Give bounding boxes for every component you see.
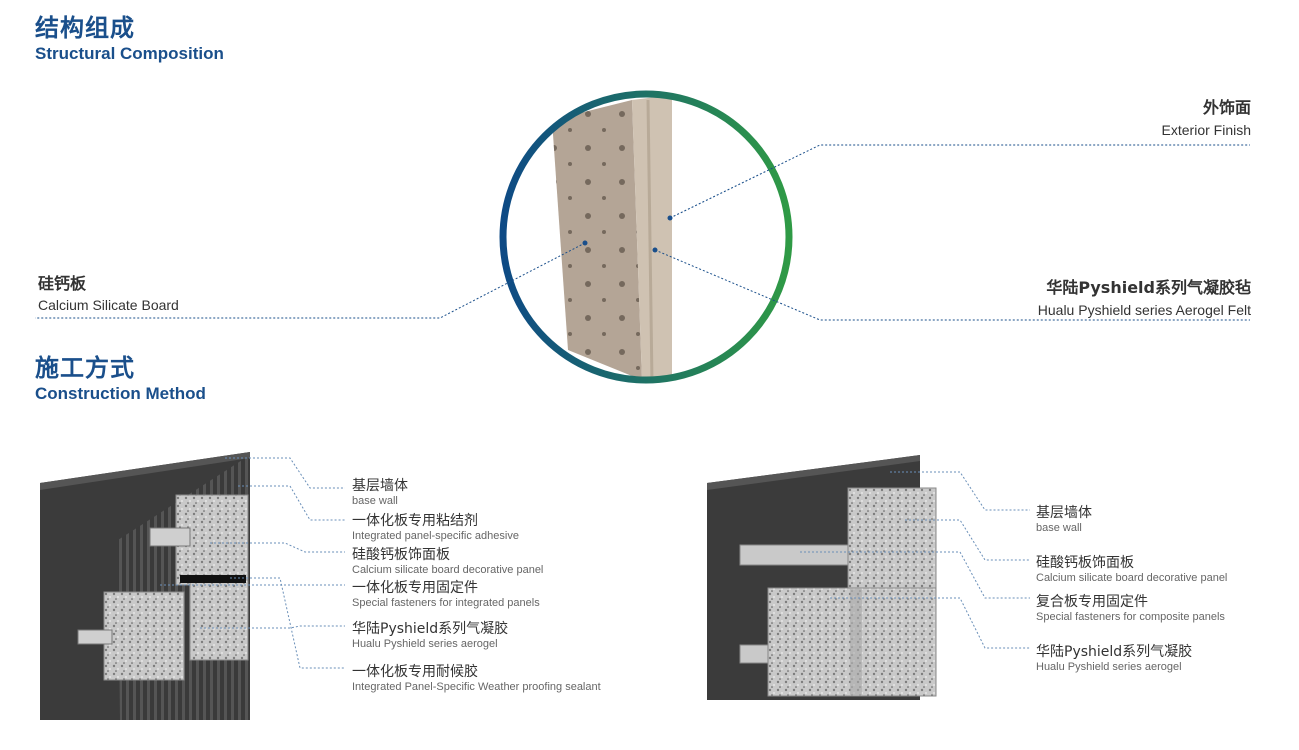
- label-en: Calcium silicate board decorative panel: [1036, 572, 1228, 584]
- label-cn: 一体化板专用粘结剂: [352, 513, 478, 529]
- left-label-decorative-panel: 硅酸钙板饰面板 Calcium silicate board decorativ…: [352, 544, 543, 576]
- right-label-fasteners: 复合板专用固定件 Special fasteners for composite…: [1036, 591, 1225, 623]
- label-en: Integrated Panel-Specific Weather proofi…: [352, 681, 601, 693]
- board-detail-circle: [499, 90, 793, 384]
- construction-title-en: Construction Method: [35, 384, 206, 403]
- label-en: base wall: [1036, 522, 1082, 534]
- label-cn: 复合板专用固定件: [1036, 594, 1148, 610]
- left-label-base-wall: 基层墙体 base wall: [352, 475, 408, 507]
- left-wall-model: [40, 452, 250, 720]
- label-en: Integrated panel-specific adhesive: [352, 530, 519, 542]
- label-en: base wall: [352, 495, 398, 507]
- label-cn: 外饰面: [1202, 98, 1251, 117]
- label-exterior-finish: 外饰面 Exterior Finish: [1162, 94, 1251, 138]
- right-label-decorative-panel: 硅酸钙板饰面板 Calcium silicate board decorativ…: [1036, 552, 1227, 584]
- label-cn: 基层墙体: [352, 478, 408, 494]
- right-wall-model: [707, 455, 937, 700]
- structure-title-cn: 结构组成: [35, 14, 135, 42]
- construction-title-cn: 施工方式: [35, 354, 135, 382]
- label-en: Calcium silicate board decorative panel: [352, 564, 544, 576]
- right-label-base-wall: 基层墙体 base wall: [1036, 502, 1092, 534]
- structure-title-en: Structural Composition: [35, 44, 224, 63]
- label-cn: 硅酸钙板饰面板: [352, 547, 450, 563]
- label-cn: 硅酸钙板饰面板: [1036, 555, 1134, 571]
- label-cn: 华陆Pyshield系列气凝胶: [352, 621, 509, 637]
- left-label-sealant: 一体化板专用耐候胶 Integrated Panel-Specific Weat…: [352, 661, 601, 693]
- label-en: Hualu Pyshield series aerogel: [1036, 661, 1182, 673]
- label-en: Hualu Pyshield series Aerogel Felt: [1037, 302, 1251, 318]
- label-cn: 华陆Pyshield系列气凝胶: [1036, 644, 1193, 660]
- label-en: Hualu Pyshield series aerogel: [352, 638, 498, 650]
- label-cn: 硅钙板: [38, 274, 87, 293]
- label-cn: 一体化板专用耐候胶: [352, 664, 478, 680]
- left-label-adhesive: 一体化板专用粘结剂 Integrated panel-specific adhe…: [352, 510, 519, 542]
- label-en: Special fasteners for integrated panels: [352, 597, 540, 609]
- label-cn: 华陆Pyshield系列气凝胶毡: [1046, 278, 1251, 297]
- label-en: Calcium Silicate Board: [38, 297, 179, 313]
- label-cn: 一体化板专用固定件: [352, 580, 478, 596]
- label-en: Exterior Finish: [1161, 122, 1251, 138]
- label-calcium-silicate: 硅钙板 Calcium Silicate Board: [38, 270, 179, 313]
- right-label-aerogel: 华陆Pyshield系列气凝胶 Hualu Pyshield series ae…: [1036, 641, 1192, 673]
- label-aerogel-felt: 华陆Pyshield系列气凝胶毡 Hualu Pyshield series A…: [1038, 274, 1251, 318]
- left-label-aerogel: 华陆Pyshield系列气凝胶 Hualu Pyshield series ae…: [352, 618, 508, 650]
- left-label-fasteners: 一体化板专用固定件 Special fasteners for integrat…: [352, 577, 540, 609]
- label-en: Special fasteners for composite panels: [1036, 611, 1225, 623]
- label-cn: 基层墙体: [1036, 505, 1092, 521]
